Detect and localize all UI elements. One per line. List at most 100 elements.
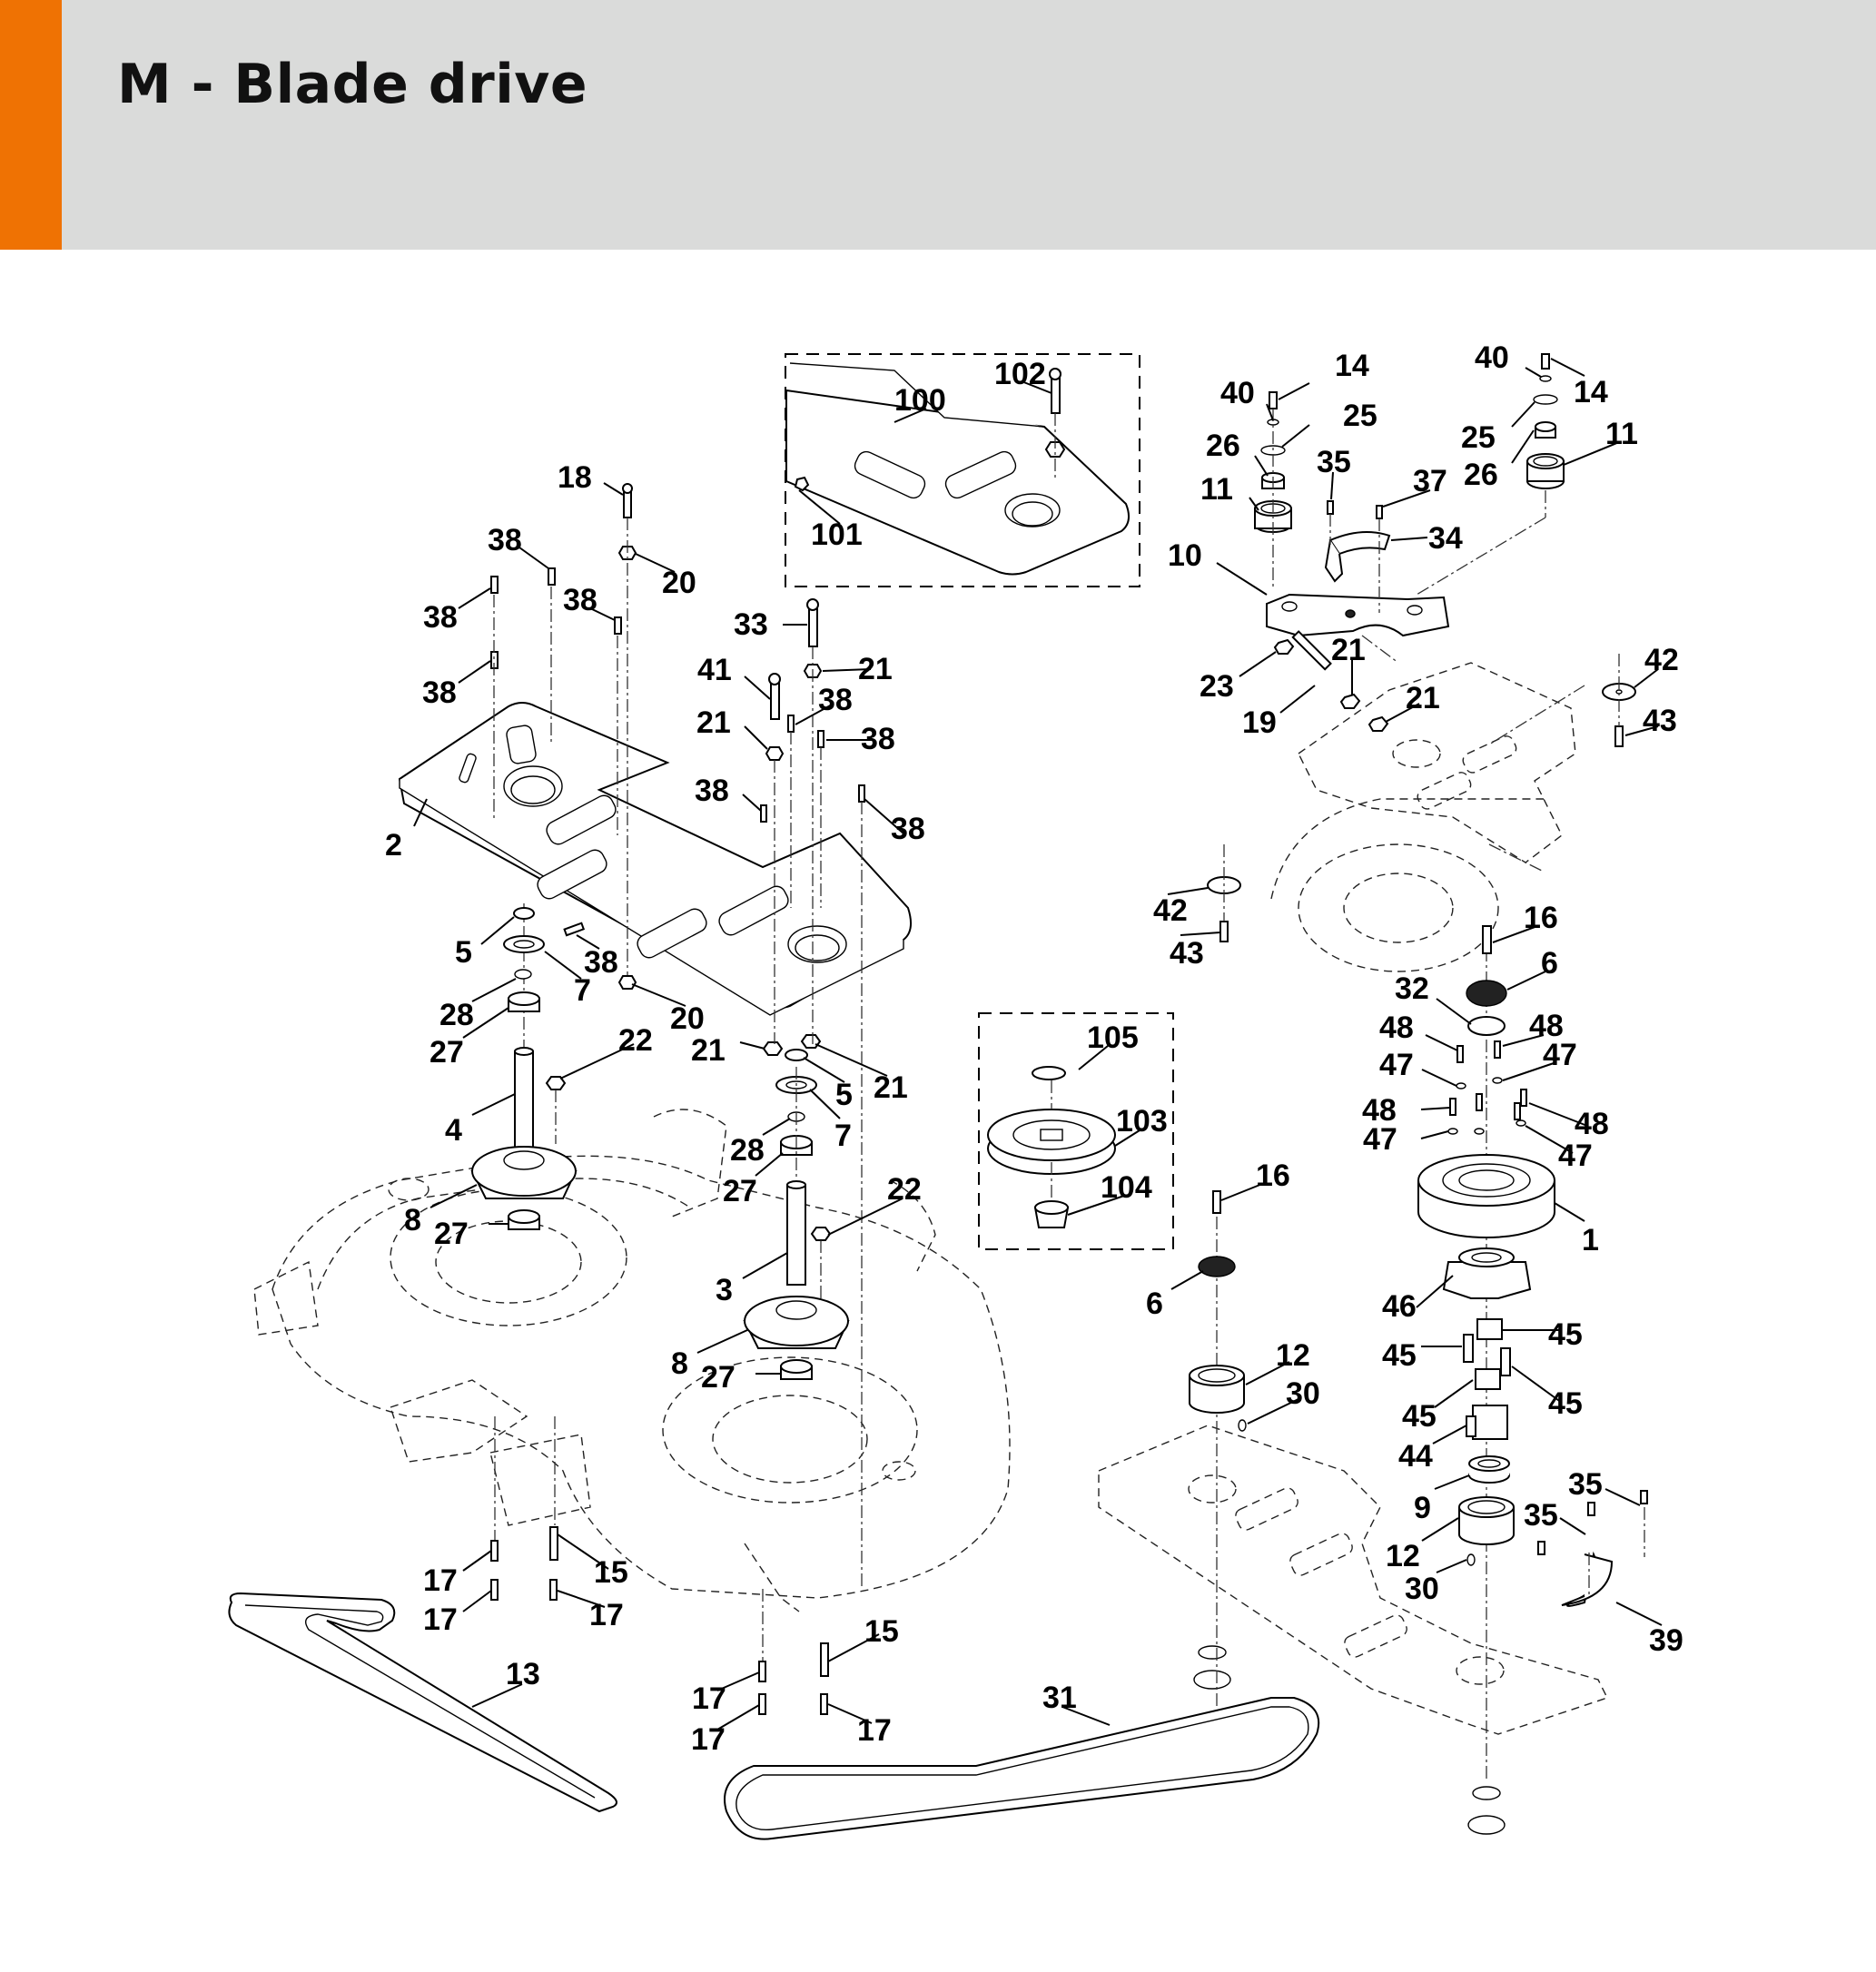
inset-box-100: [785, 353, 1140, 587]
callout-38: 38: [423, 600, 458, 635]
callout-27: 27: [701, 1360, 736, 1395]
callout-21: 21: [696, 705, 731, 740]
callout-47: 47: [1379, 1048, 1414, 1082]
belt-13: [228, 1592, 617, 1813]
middle-pulley-assembly: [1189, 1190, 1247, 1707]
bolt-102: [1051, 376, 1061, 414]
callout-5: 5: [455, 935, 472, 970]
idler-bracket-assembly: [1254, 353, 1565, 732]
left-spindle-assembly: [470, 903, 586, 1230]
callout-1: 1: [1582, 1223, 1599, 1257]
callout-5: 5: [835, 1078, 853, 1112]
callout-43: 43: [1643, 704, 1677, 738]
callout-22: 22: [887, 1172, 922, 1207]
callout-35: 35: [1317, 445, 1351, 479]
callout-38: 38: [488, 523, 522, 557]
callout-6: 6: [1541, 946, 1558, 981]
callout-21: 21: [858, 652, 893, 686]
callout-39: 39: [1649, 1623, 1683, 1658]
callout-35: 35: [1524, 1498, 1558, 1533]
callout-38: 38: [861, 722, 895, 756]
callout-22: 22: [618, 1023, 653, 1058]
callout-2: 2: [385, 828, 402, 863]
inset-box-103: [978, 1012, 1174, 1250]
callout-labels: 102 100 101 14 40 25 26 35 11 37 34 10 4…: [385, 340, 1683, 1757]
callout-25: 25: [1461, 420, 1496, 455]
callout-101: 101: [811, 518, 863, 552]
bottom-bolts: [490, 1416, 829, 1715]
callout-18: 18: [558, 460, 592, 495]
callout-17: 17: [423, 1602, 458, 1637]
callout-47: 47: [1558, 1139, 1593, 1173]
callout-38: 38: [563, 583, 597, 617]
callout-38: 38: [584, 945, 618, 980]
callout-47: 47: [1543, 1038, 1577, 1072]
callout-10: 10: [1168, 538, 1202, 573]
callout-7: 7: [834, 1119, 852, 1153]
callout-11: 11: [1605, 417, 1638, 451]
callout-26: 26: [1464, 458, 1498, 492]
callout-14: 14: [1335, 349, 1369, 383]
callout-30: 30: [1405, 1572, 1439, 1606]
callout-45: 45: [1548, 1317, 1583, 1352]
callout-20: 20: [662, 566, 696, 600]
callout-6: 6: [1146, 1287, 1163, 1321]
callout-48: 48: [1529, 1009, 1564, 1043]
callout-20: 20: [670, 1001, 705, 1036]
callout-45: 45: [1548, 1386, 1583, 1421]
mower-deck-outline: [253, 1109, 1011, 1612]
leader-lines: [413, 358, 1663, 1730]
callout-104: 104: [1101, 1170, 1152, 1205]
callout-48: 48: [1379, 1011, 1414, 1045]
callout-105: 105: [1087, 1021, 1139, 1055]
callout-43: 43: [1170, 936, 1204, 971]
callout-8: 8: [671, 1346, 688, 1381]
callout-21: 21: [1331, 633, 1366, 667]
callout-35: 35: [1568, 1467, 1603, 1502]
callout-16: 16: [1256, 1159, 1290, 1193]
callout-102: 102: [994, 357, 1046, 391]
callout-47: 47: [1363, 1122, 1397, 1157]
callout-3: 3: [716, 1273, 733, 1307]
center-spindle-assembly: [743, 1034, 850, 1380]
callout-16: 16: [1524, 901, 1558, 935]
page-title: M - Blade drive: [117, 53, 588, 116]
callout-38: 38: [695, 774, 729, 808]
callout-28: 28: [439, 998, 474, 1032]
callout-27: 27: [723, 1174, 757, 1208]
callout-17: 17: [423, 1563, 458, 1598]
callout-12: 12: [1386, 1539, 1420, 1573]
callout-7: 7: [574, 973, 591, 1008]
part-2-support-plate: [398, 702, 913, 1016]
callout-27: 27: [434, 1217, 469, 1251]
callout-27: 27: [430, 1035, 464, 1070]
callout-45: 45: [1402, 1399, 1437, 1434]
callout-14: 14: [1574, 375, 1608, 409]
callout-48: 48: [1575, 1107, 1609, 1141]
header-bar: M - Blade drive: [0, 0, 1876, 250]
callout-32: 32: [1395, 971, 1429, 1006]
callout-100: 100: [894, 383, 946, 418]
plate-hardware: [490, 483, 865, 1589]
callout-42: 42: [1644, 643, 1679, 677]
callout-44: 44: [1398, 1439, 1433, 1474]
callout-4: 4: [445, 1113, 462, 1148]
callout-13: 13: [506, 1657, 540, 1691]
callout-37: 37: [1413, 464, 1447, 498]
callout-23: 23: [1200, 669, 1234, 704]
callout-45: 45: [1382, 1338, 1417, 1373]
callout-46: 46: [1382, 1289, 1417, 1324]
callout-30: 30: [1286, 1376, 1320, 1411]
belt-31: [724, 1697, 1320, 1840]
callout-31: 31: [1042, 1681, 1077, 1715]
callout-17: 17: [691, 1722, 726, 1757]
callout-21: 21: [691, 1033, 726, 1068]
callout-26: 26: [1206, 429, 1240, 463]
callout-38: 38: [818, 683, 853, 717]
callout-19: 19: [1242, 705, 1277, 740]
callout-17: 17: [857, 1713, 892, 1748]
callout-38: 38: [422, 675, 457, 710]
callout-28: 28: [730, 1133, 765, 1168]
callout-17: 17: [589, 1598, 624, 1632]
